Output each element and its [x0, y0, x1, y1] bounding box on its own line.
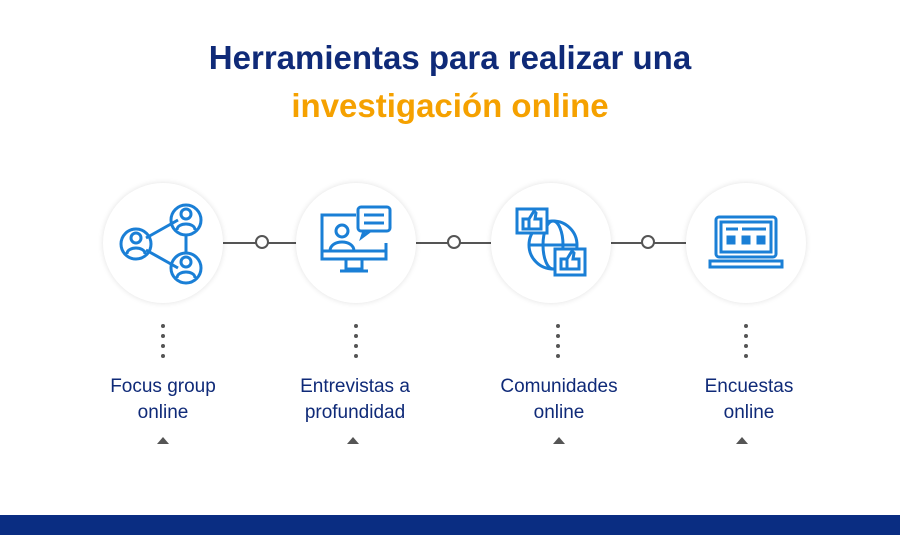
dotted-connector	[161, 324, 165, 364]
connector-node	[641, 235, 655, 249]
dotted-connector	[744, 324, 748, 364]
step-circle-entrevistas	[296, 183, 416, 303]
video-interview-icon	[320, 205, 392, 273]
step-circle-encuestas	[686, 183, 806, 303]
globe-likes-icon	[515, 207, 587, 277]
connector-node	[447, 235, 461, 249]
dotted-connector	[354, 324, 358, 364]
title-line-1: Herramientas para realizar una	[208, 39, 692, 76]
dotted-connector	[556, 324, 560, 364]
title-line-2: investigación online	[291, 87, 609, 124]
step-circle-comunidades	[491, 183, 611, 303]
triangle-marker	[736, 437, 748, 444]
triangle-marker	[553, 437, 565, 444]
laptop-survey-icon	[708, 215, 784, 269]
people-network-icon	[119, 203, 203, 285]
triangle-marker	[157, 437, 169, 444]
triangle-marker	[347, 437, 359, 444]
connector-node	[255, 235, 269, 249]
step-circle-focus-group	[103, 183, 223, 303]
footer-bar	[0, 515, 900, 535]
